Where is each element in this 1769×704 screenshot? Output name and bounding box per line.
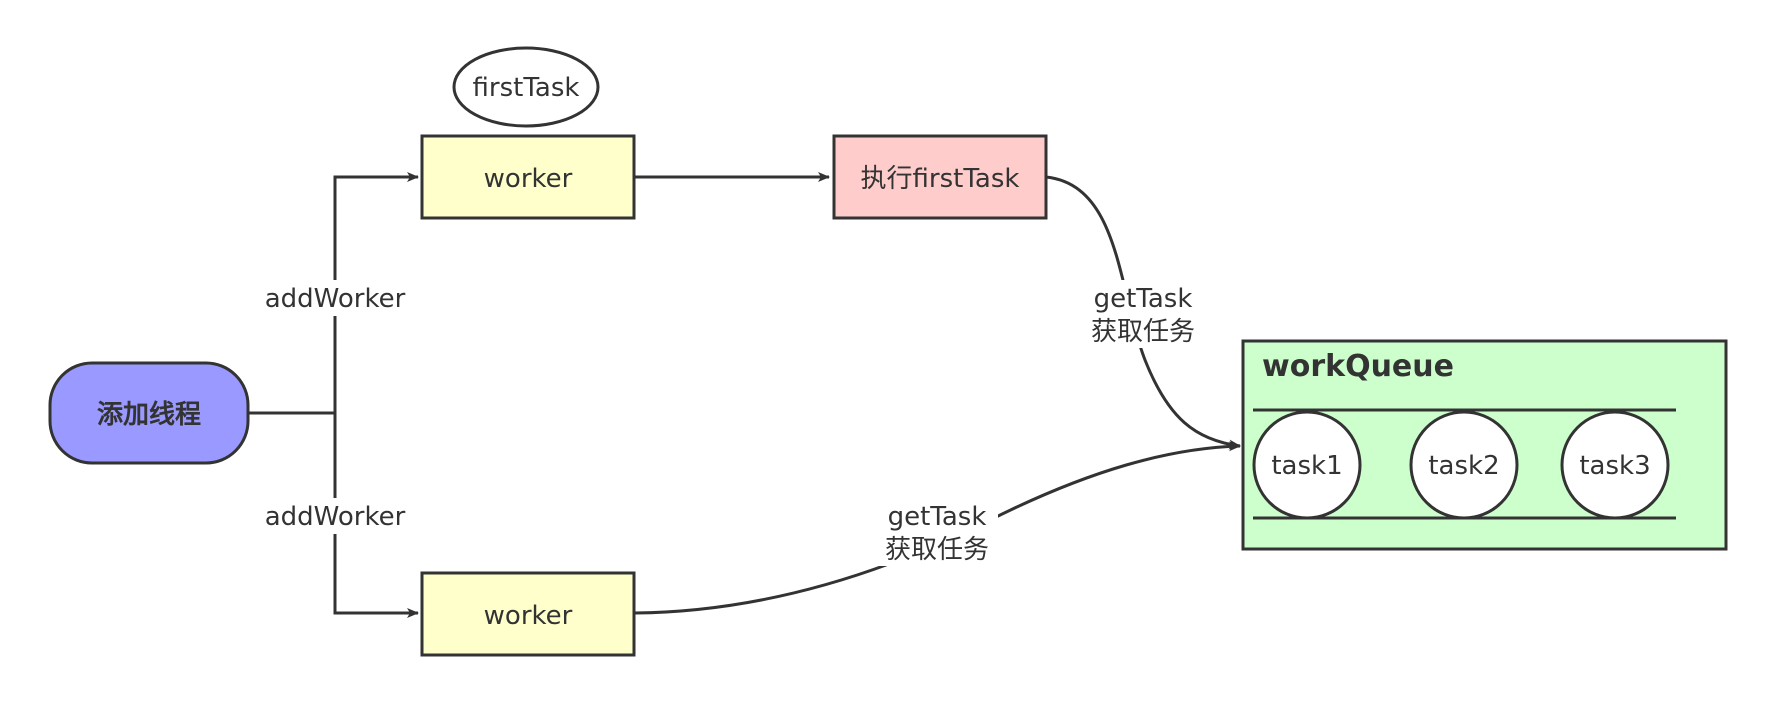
edge-label-add-worker-bottom: addWorker [262, 498, 408, 534]
get-task-bottom-line2: 获取任务 [885, 535, 989, 565]
get-task-bottom-line1: getTask [888, 502, 987, 532]
task-2-circle [1409, 410, 1519, 520]
queue-task-1[interactable]: task1 [1252, 410, 1362, 520]
start-node-label: 添加线程 [97, 400, 201, 430]
add-worker-top-label: addWorker [265, 284, 406, 314]
task-3-label: task3 [1579, 451, 1650, 481]
get-task-top-line2: 获取任务 [1091, 317, 1195, 347]
worker-top-shape [420, 134, 636, 220]
connectors [248, 172, 1241, 618]
start-node-shape [48, 361, 250, 465]
edge-label-get-task-top: getTask 获取任务 [1082, 280, 1204, 348]
worker-bottom-label: worker [484, 601, 573, 631]
worker-bottom-node[interactable]: worker [420, 571, 636, 657]
exec-first-task-shape [832, 134, 1048, 220]
first-task-label: firstTask [473, 73, 580, 103]
worker-top-label: worker [484, 164, 573, 194]
exec-first-task-node[interactable]: 执行firstTask [832, 134, 1048, 220]
task-2-label: task2 [1428, 451, 1499, 481]
first-task-shape [452, 46, 600, 128]
work-queue-node[interactable]: workQueue task1 task2 task3 [1241, 339, 1728, 551]
worker-bottom-shape [420, 571, 636, 657]
get-task-top-line1: getTask [1094, 284, 1193, 314]
first-task-node[interactable]: firstTask [452, 46, 600, 128]
exec-first-task-label: 执行firstTask [861, 164, 1020, 194]
connector-junction-to-worker-bottom [333, 413, 419, 618]
work-queue-title: workQueue [1262, 349, 1454, 384]
worker-top-node[interactable]: worker [420, 134, 636, 220]
task-3-circle [1560, 410, 1670, 520]
start-node[interactable]: 添加线程 [48, 361, 250, 465]
task-1-circle [1252, 410, 1362, 520]
queue-task-2[interactable]: task2 [1409, 410, 1519, 520]
edge-label-get-task-bottom: getTask 获取任务 [876, 498, 998, 566]
connector-junction-to-worker-top [333, 172, 419, 413]
edge-label-add-worker-top: addWorker [262, 280, 408, 316]
queue-task-3[interactable]: task3 [1560, 410, 1670, 520]
add-worker-bottom-label: addWorker [265, 502, 406, 532]
task-1-label: task1 [1271, 451, 1342, 481]
